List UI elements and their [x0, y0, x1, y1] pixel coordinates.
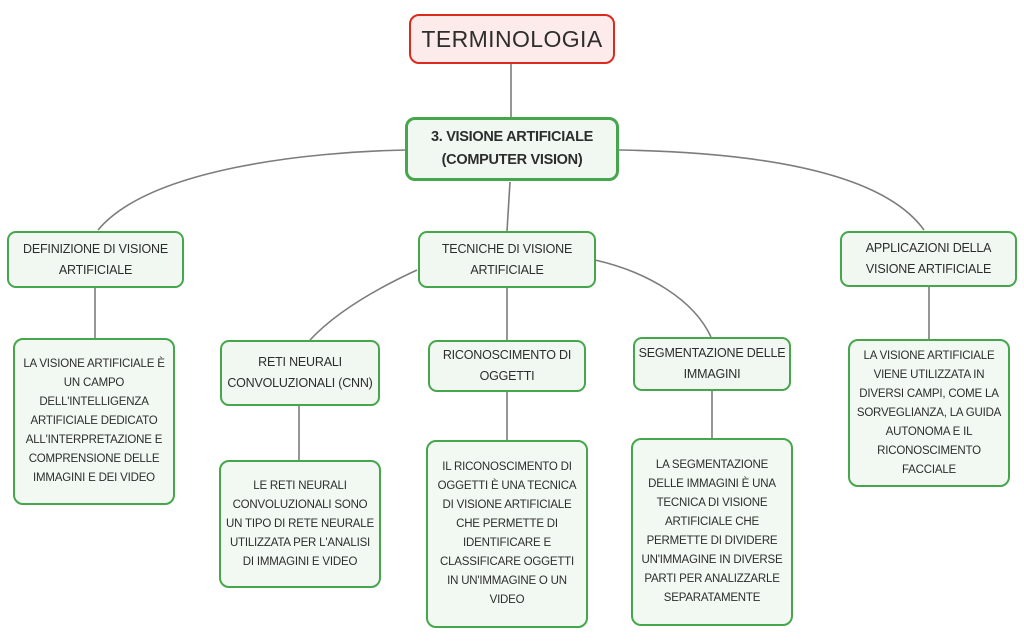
detail-reti-neurali-text: LE RETI NEURALI CONVOLUZIONALI SONO UN T…: [226, 479, 374, 568]
node-terminologia[interactable]: TERMINOLOGIA: [409, 14, 615, 64]
detail-applicazioni[interactable]: LA VISIONE ARTIFICIALE VIENE UTILIZZATA …: [848, 339, 1010, 487]
detail-segmentazione-text: LA SEGMENTAZIONE DELLE IMMAGINI È UNA TE…: [641, 459, 783, 604]
node-terminologia-label: TERMINOLOGIA: [421, 25, 603, 52]
detail-segmentazione[interactable]: LA SEGMENTAZIONE DELLE IMMAGINI È UNA TE…: [631, 438, 793, 626]
node-riconoscimento-label: RICONOSCIMENTO DI OGGETTI: [442, 348, 572, 383]
node-reti-neurali[interactable]: RETI NEURALI CONVOLUZIONALI (CNN): [220, 340, 380, 406]
edge-visione-applicazioni: [618, 149, 925, 231]
node-visione-artificiale[interactable]: 3. VISIONE ARTIFICIALE (COMPUTER VISION): [405, 117, 619, 181]
node-segmentazione-label: SEGMENTAZIONE DELLE IMMAGINI: [638, 346, 786, 381]
node-applicazioni-label: APPLICAZIONI DELLA VISIONE ARTIFICIALE: [865, 241, 992, 276]
edge-tecniche-segmentazione: [594, 259, 712, 338]
detail-riconoscimento-text: IL RICONOSCIMENTO DI OGGETTI È UNA TECNI…: [437, 461, 577, 606]
detail-definizione-text: LA VISIONE ARTIFICIALE È UN CAMPO DELL'I…: [23, 358, 165, 484]
edge-visione-tecniche: [506, 181, 511, 232]
node-reti-neurali-label: RETI NEURALI CONVOLUZIONALI (CNN): [227, 355, 373, 390]
detail-applicazioni-text: LA VISIONE ARTIFICIALE VIENE UTILIZZATA …: [856, 349, 1002, 476]
node-visione-artificiale-label: 3. VISIONE ARTIFICIALE (COMPUTER VISION): [431, 126, 593, 172]
detail-riconoscimento[interactable]: IL RICONOSCIMENTO DI OGGETTI È UNA TECNI…: [426, 440, 588, 628]
node-tecniche[interactable]: TECNICHE DI VISIONE ARTIFICIALE: [418, 231, 596, 288]
node-segmentazione[interactable]: SEGMENTAZIONE DELLE IMMAGINI: [633, 337, 791, 391]
edge-tecniche-reti: [309, 269, 418, 341]
edge-visione-definizione: [97, 149, 406, 231]
node-riconoscimento[interactable]: RICONOSCIMENTO DI OGGETTI: [428, 340, 586, 392]
root-label-line1: 3. VISIONE ARTIFICIALE: [430, 129, 594, 145]
detail-definizione[interactable]: LA VISIONE ARTIFICIALE È UN CAMPO DELL'I…: [13, 338, 175, 505]
detail-reti-neurali[interactable]: LE RETI NEURALI CONVOLUZIONALI SONO UN T…: [219, 460, 381, 588]
node-definizione-label: DEFINIZIONE DI VISIONE ARTIFICIALE: [23, 241, 168, 277]
root-label-line2: (COMPUTER VISION): [441, 152, 583, 168]
node-applicazioni[interactable]: APPLICAZIONI DELLA VISIONE ARTIFICIALE: [840, 231, 1017, 287]
node-tecniche-label: TECNICHE DI VISIONE ARTIFICIALE: [441, 241, 573, 277]
node-definizione[interactable]: DEFINIZIONE DI VISIONE ARTIFICIALE: [7, 231, 184, 288]
